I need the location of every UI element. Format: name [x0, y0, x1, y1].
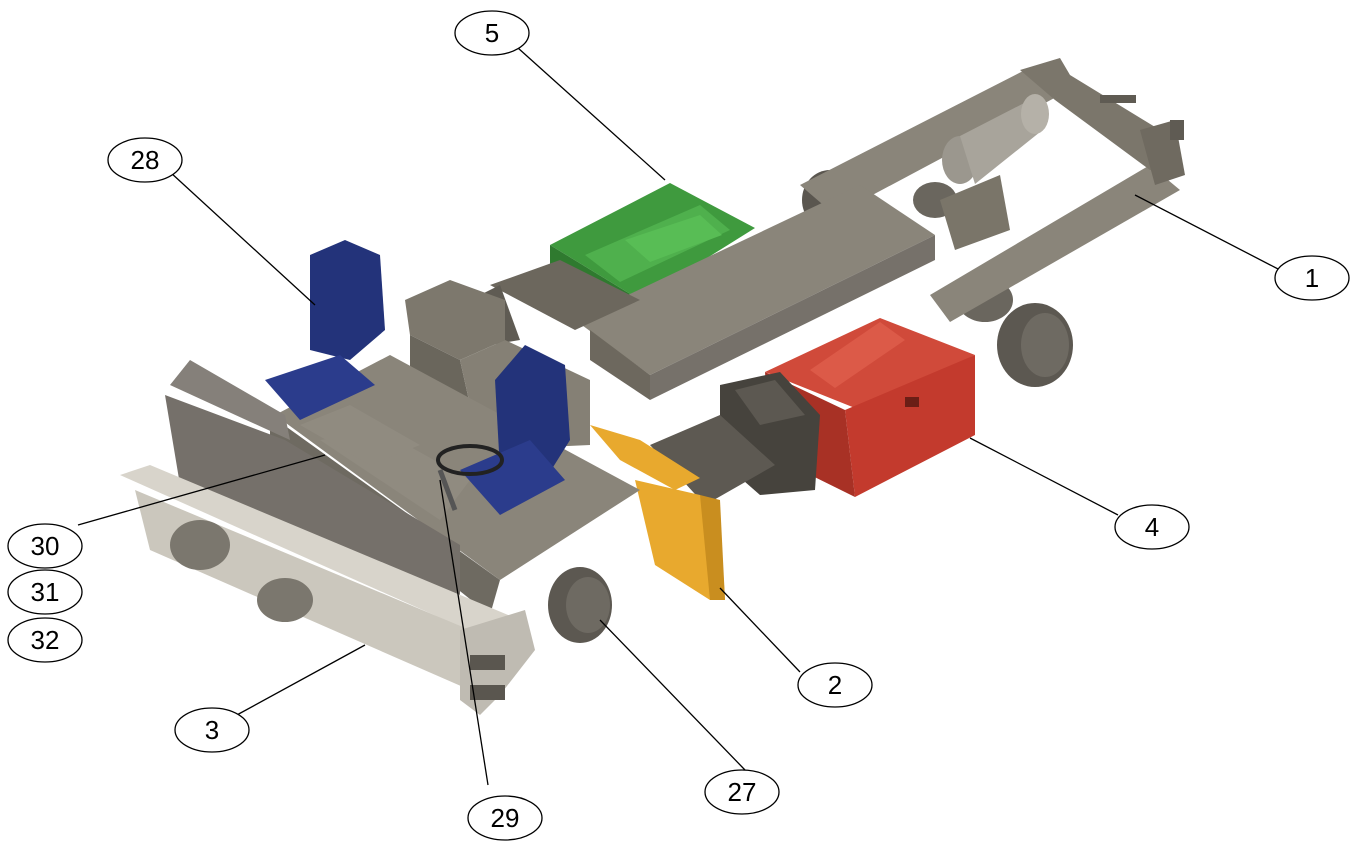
callout-28: 28	[107, 137, 183, 183]
callout-ellipse	[467, 795, 543, 841]
callout-ellipse	[7, 569, 83, 615]
callout-label: 27	[728, 777, 757, 807]
callout-29: 29	[467, 795, 543, 841]
callout-label: 30	[31, 531, 60, 561]
chassis-frame-icon	[800, 58, 1185, 387]
callout-ellipse	[797, 662, 873, 708]
callout-ellipse	[107, 137, 183, 183]
callout-5: 5	[454, 10, 530, 56]
seat-icon	[460, 345, 570, 515]
callout-ellipse	[7, 617, 83, 663]
chassis-frame-icon	[480, 185, 935, 400]
callout-label: 32	[31, 625, 60, 655]
front-bumper-icon	[120, 465, 535, 715]
leader-lines	[77, 47, 1281, 786]
callouts: 1 2 3 4 5 27 28 29 30 31 32	[7, 10, 1350, 841]
callout-ellipse	[1114, 504, 1190, 550]
callout-2: 2	[797, 662, 873, 708]
seat-icon	[265, 240, 385, 420]
callout-ellipse	[174, 707, 250, 753]
callout-label: 2	[828, 670, 842, 700]
callout-30: 30	[7, 523, 83, 569]
callout-ellipse	[704, 769, 780, 815]
callout-27: 27	[704, 769, 780, 815]
callout-label: 1	[1305, 263, 1319, 293]
callout-ellipse	[454, 10, 530, 56]
callout-label: 5	[485, 18, 499, 48]
steering-wheel-icon	[436, 444, 504, 511]
callout-label: 31	[31, 577, 60, 607]
callout-label: 29	[491, 803, 520, 833]
step-bracket-icon	[590, 425, 725, 600]
air-tank-icon	[942, 94, 1049, 184]
callout-label: 28	[131, 145, 160, 175]
callout-ellipse	[1274, 255, 1350, 301]
callout-32: 32	[7, 617, 83, 663]
callout-4: 4	[1114, 504, 1190, 550]
callout-3: 3	[174, 707, 250, 753]
step-grate-icon	[650, 415, 775, 505]
callout-31: 31	[7, 569, 83, 615]
callout-1: 1	[1274, 255, 1350, 301]
callout-label: 4	[1145, 512, 1159, 542]
callout-label: 3	[205, 715, 219, 745]
callout-ellipse	[7, 523, 83, 569]
